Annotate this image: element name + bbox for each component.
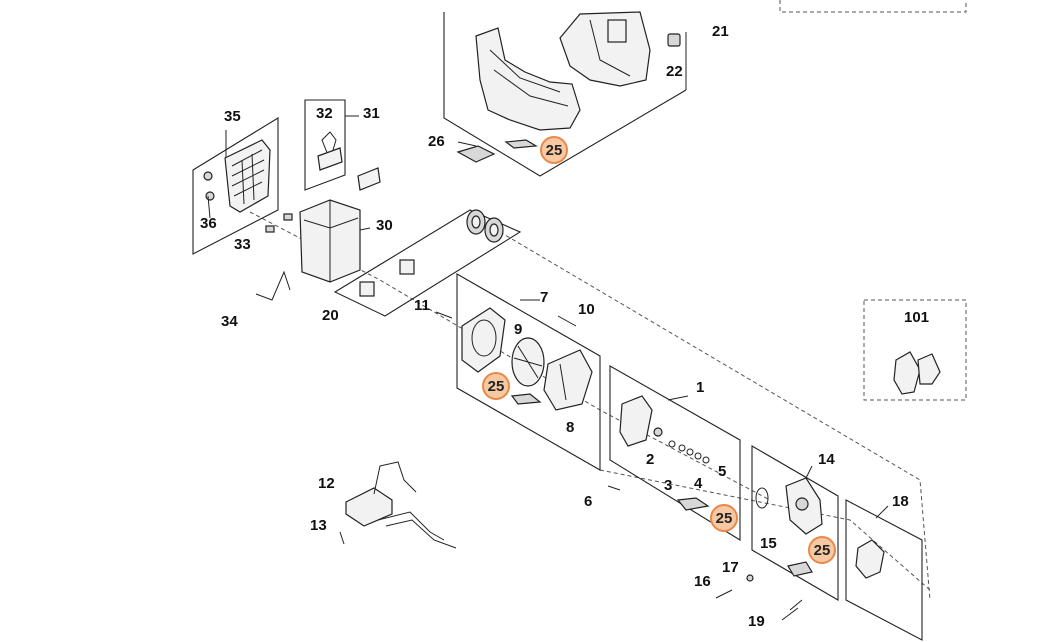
badge-25-a: [540, 136, 568, 164]
part-20-washers: [359, 209, 504, 297]
badge-25-b-label: 25: [488, 378, 505, 395]
callout-101: 101: [904, 309, 929, 326]
callout-numbers: 21 22 26 35 32 31 36 33 30 34 20 11 7 10…: [200, 23, 929, 630]
callout-6: 6: [584, 493, 592, 510]
screws-16-17-19: [715, 574, 803, 621]
callout-16: 16: [694, 573, 711, 590]
part-25-wedge: [504, 139, 538, 149]
callout-22: 22: [666, 63, 683, 80]
callout-19: 19: [748, 613, 765, 630]
part-group-frames: [192, 12, 923, 641]
badge-25-group: 25 25 25 25: [482, 136, 836, 577]
callout-31: 31: [363, 105, 380, 122]
part-21-housing: [475, 11, 681, 131]
part-30-box: [265, 199, 361, 283]
badge-25-d-label: 25: [814, 542, 831, 559]
callout-17: 17: [722, 559, 739, 576]
part-26-bracket: [456, 145, 496, 163]
callout-34: 34: [221, 313, 238, 330]
callout-13: 13: [310, 517, 327, 534]
callout-10: 10: [578, 301, 595, 318]
callout-11: 11: [414, 297, 430, 314]
callout-12: 12: [318, 475, 335, 492]
badge-25-c: [710, 504, 738, 532]
callout-26: 26: [428, 133, 445, 150]
callout-32: 32: [316, 105, 333, 122]
callout-30: 30: [376, 217, 393, 234]
callout-2: 2: [646, 451, 654, 468]
callout-8: 8: [566, 419, 574, 436]
callout-5: 5: [718, 463, 726, 480]
callout-21: 21: [712, 23, 729, 40]
part-18-bracket: [855, 539, 885, 579]
part-14-15-group: [755, 477, 823, 535]
badge-25-d: [808, 536, 836, 564]
callout-15: 15: [760, 535, 777, 552]
part-101-bracket: [893, 351, 941, 395]
badge-25-c-label: 25: [716, 510, 733, 527]
callout-7: 7: [540, 289, 548, 306]
part-25-wedge: [787, 561, 813, 577]
callout-leader-lines: [207, 32, 889, 519]
part-12-13-wiring: [339, 461, 457, 549]
callout-1: 1: [696, 379, 704, 396]
part-7-8-9-fan-group: [435, 307, 593, 411]
callout-36: 36: [200, 215, 217, 232]
callout-33: 33: [234, 236, 251, 253]
part-34-spring: [255, 270, 291, 301]
callout-14: 14: [818, 451, 835, 468]
part-35-filter-cover: [203, 139, 271, 213]
callout-35: 35: [224, 108, 241, 125]
part-25-wedge: [510, 393, 542, 405]
callout-18: 18: [892, 493, 909, 510]
callout-3: 3: [664, 477, 672, 494]
part-31-32-clips: [317, 131, 381, 191]
part-25-wedge: [676, 497, 710, 511]
badge-25-b: [482, 372, 510, 400]
callout-20: 20: [322, 307, 339, 324]
callout-9: 9: [514, 321, 522, 338]
badge-25-a-label: 25: [546, 142, 563, 159]
callout-4: 4: [694, 475, 703, 492]
part-1-5-group: [607, 395, 710, 491]
